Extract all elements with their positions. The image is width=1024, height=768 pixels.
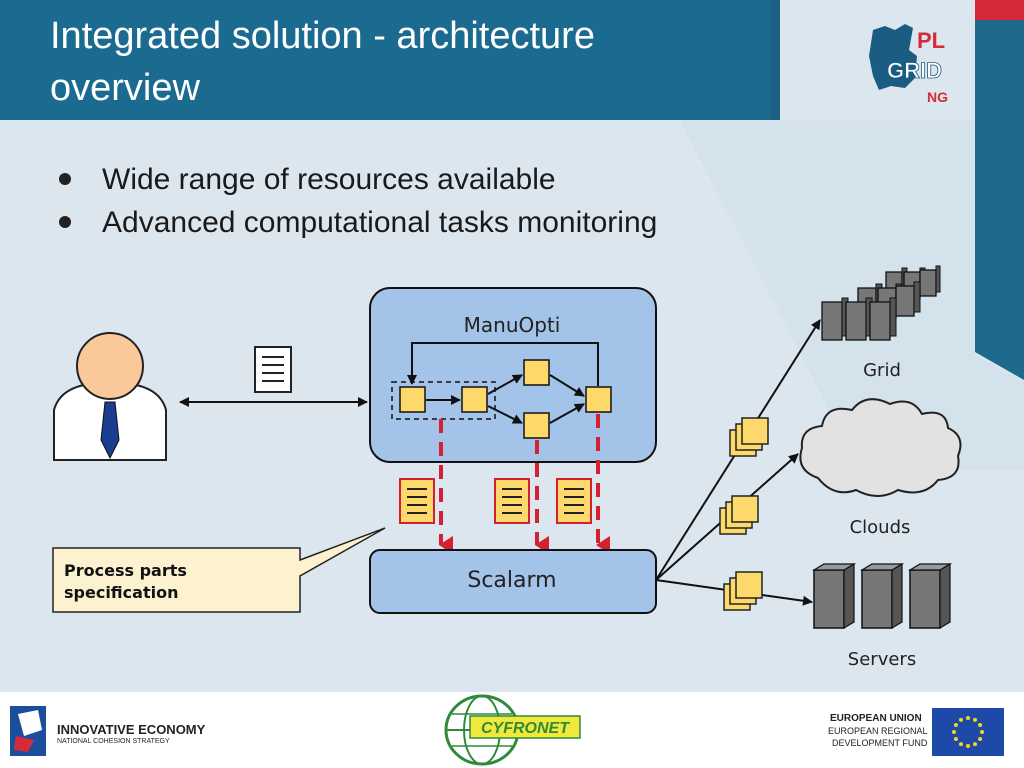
- user-head: [76, 332, 144, 400]
- eu-flag-icon: [932, 708, 1004, 756]
- plgrid-logo: PL GRID NG: [869, 24, 948, 105]
- cyfronet-text: CYFRONET: [481, 720, 570, 737]
- eu-star-icon: [978, 737, 983, 741]
- page-title-line1: Integrated solution - architecture: [50, 15, 595, 57]
- bullet-item: Advanced computational tasks monitoring: [55, 201, 657, 244]
- logo-grid-text: GRID: [887, 58, 942, 83]
- server-unit: [811, 562, 857, 630]
- eu-line3: DEVELOPMENT FUND: [832, 738, 928, 748]
- callout-line: specification: [64, 583, 179, 602]
- workflow-node: [523, 359, 550, 386]
- bullet-dot-icon: [59, 173, 71, 185]
- workflow-loop-arrow: [407, 342, 599, 386]
- user-icon: [53, 332, 167, 461]
- bg-red-corner: [975, 0, 1024, 20]
- architecture-diagram: ManuOpti: [52, 265, 962, 670]
- task-document-icon: [556, 478, 592, 524]
- user-tie: [100, 401, 120, 460]
- eu-star-icon: [959, 742, 963, 747]
- workflow-selection-box: [391, 381, 496, 420]
- title-bar-fill: [0, 0, 780, 120]
- server-unit: [907, 562, 953, 630]
- callout-line: Process parts: [64, 561, 187, 580]
- bullet-item: Wide range of resources available: [55, 158, 657, 201]
- eu-line2: EUROPEAN REGIONAL: [828, 726, 928, 736]
- clouds-label: Clouds: [850, 517, 911, 538]
- bullet-text: Advanced computational tasks monitoring: [102, 206, 658, 239]
- cyfronet-logo: CYFRONET: [444, 694, 581, 766]
- eu-star-icon: [966, 744, 970, 748]
- server-unit: [821, 297, 849, 341]
- workflow-node: [461, 386, 488, 413]
- job-stack-icon: [719, 495, 759, 535]
- innovative-economy-title: INNOVATIVE ECONOMY: [57, 722, 206, 737]
- eu-line1: EUROPEAN UNION: [830, 713, 922, 724]
- manuopti-label: ManuOpti: [464, 313, 561, 337]
- eu-star-icon: [980, 730, 984, 734]
- cloud-icon: [799, 398, 962, 497]
- innovative-economy-subtitle: NATIONAL COHESION STRATEGY: [57, 738, 170, 745]
- servers-label: Servers: [848, 649, 916, 670]
- workflow-graph: [391, 342, 612, 439]
- grid-cluster-icon: [821, 265, 941, 341]
- workflow-node: [523, 412, 550, 439]
- scalarm-box: [369, 549, 657, 614]
- bullet-dot-icon: [59, 216, 71, 228]
- title-bar-shape: [0, 0, 975, 120]
- eu-star-icon: [953, 723, 958, 727]
- bullet-text: Wide range of resources available: [102, 163, 556, 196]
- server-unit: [869, 297, 897, 341]
- process-parts-callout: [52, 527, 386, 613]
- workflow-node: [585, 386, 612, 413]
- eu-star-icon: [978, 723, 983, 727]
- logo-pl-text: PL: [917, 28, 945, 53]
- scalarm-label: Scalarm: [467, 568, 556, 593]
- footer: INNOVATIVE ECONOMY NATIONAL COHESION STR…: [0, 692, 1024, 768]
- callout-text: Process parts specification: [64, 560, 187, 604]
- bg-light-streak: [680, 120, 1024, 470]
- title-bar: Integrated solution - architecture overv…: [0, 0, 1024, 120]
- document-icon: [254, 346, 292, 393]
- servers-icon: [811, 562, 953, 630]
- eu-star-icon: [973, 742, 977, 747]
- server-unit: [895, 281, 921, 317]
- job-stack-icon: [723, 571, 763, 611]
- eu-star-icon: [952, 730, 956, 734]
- poland-map-icon: [869, 24, 917, 90]
- server-unit: [845, 297, 873, 341]
- eu-star-icon: [973, 717, 977, 722]
- task-document-icon: [494, 478, 530, 524]
- eu-star-icon: [959, 717, 963, 722]
- job-stack-icon: [729, 417, 769, 457]
- innovative-economy-logo-icon: [10, 706, 46, 756]
- server-unit: [859, 562, 905, 630]
- bullet-list: Wide range of resources available Advanc…: [55, 158, 657, 244]
- page-title: Integrated solution - architecture overv…: [50, 10, 730, 114]
- eu-star-icon: [953, 737, 958, 741]
- task-document-icon: [399, 478, 435, 524]
- server-unit: [919, 265, 941, 297]
- page-title-line2: overview: [50, 67, 200, 109]
- logo-ng-text: NG: [927, 89, 948, 105]
- eu-star-icon: [966, 716, 970, 720]
- grid-label: Grid: [863, 360, 901, 381]
- workflow-node: [399, 386, 426, 413]
